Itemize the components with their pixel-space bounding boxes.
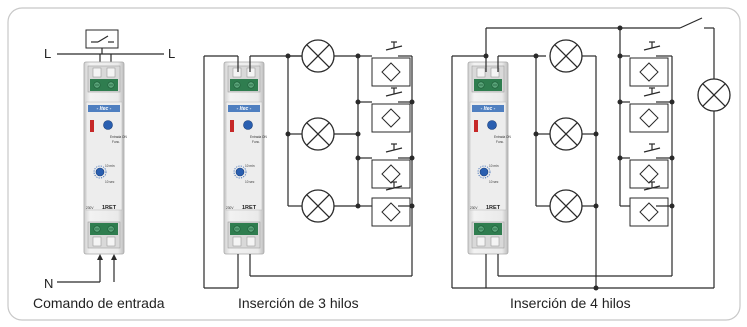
- device-knob1-label: Entrada ON: [250, 135, 268, 139]
- main-switch-icon: [679, 17, 703, 29]
- device-labels-2: - Itec - Entrada ON Func. 10 min 10 sec …: [226, 106, 268, 211]
- caption-input-command: Comando de entrada: [33, 295, 165, 311]
- neutral-label: N: [44, 276, 53, 291]
- device-labels-1: - Itec - Entrada ON Func. 10 min 10 sec …: [86, 106, 128, 211]
- device-model: 1RET: [102, 205, 117, 211]
- device-brand: - Itec -: [97, 106, 112, 112]
- device-knob1-sub: Func.: [252, 140, 260, 144]
- device-voltage: 230V: [86, 206, 94, 210]
- timer-device-1: [83, 61, 125, 255]
- device-labels-3: - Itec - Entrada ON Func. 10 min 10 sec …: [470, 106, 512, 211]
- device-knob1-sub: Func.: [112, 140, 120, 144]
- lamp-icon: [549, 39, 583, 73]
- device-voltage: 230V: [226, 206, 234, 210]
- device-knob1-sub: Func.: [496, 140, 504, 144]
- device-knob2-bottom: 10 sec: [105, 180, 115, 184]
- device-brand: - Itec -: [481, 106, 496, 112]
- lamp-icon: [301, 39, 335, 73]
- lamp-icon: [697, 78, 731, 112]
- lamp-icon: [549, 117, 583, 151]
- device-knob1-label: Entrada ON: [110, 135, 128, 139]
- device-knob2-top: 10 min: [105, 164, 115, 168]
- lamp-icon: [301, 117, 335, 151]
- phase-label-left: L: [44, 46, 51, 61]
- timer-device-2: [223, 61, 265, 255]
- device-voltage: 230V: [470, 206, 478, 210]
- timer-device-3: [467, 61, 509, 255]
- device-knob2-bottom: 10 sec: [489, 180, 499, 184]
- caption-three-wire: Inserción de 3 hilos: [238, 295, 359, 311]
- lamp-icon: [549, 189, 583, 223]
- phase-label-right: L: [168, 46, 175, 61]
- device-model: 1RET: [486, 205, 501, 211]
- device-knob2-top: 10 min: [489, 164, 499, 168]
- device-model: 1RET: [242, 205, 257, 211]
- caption-four-wire: Inserción de 4 hilos: [510, 295, 631, 311]
- device-knob2-bottom: 10 sec: [245, 180, 255, 184]
- panel-four-wire: Inserción de 4 hilos: [451, 17, 731, 311]
- lamp-icon: [301, 189, 335, 223]
- device-knob2-top: 10 min: [245, 164, 255, 168]
- device-brand: - Itec -: [237, 106, 252, 112]
- panel-input-command: L L N Comando de entrada: [33, 29, 175, 311]
- device-knob1-label: Entrada ON: [494, 135, 512, 139]
- panel-three-wire: Inserción de 3 hilos: [203, 39, 415, 311]
